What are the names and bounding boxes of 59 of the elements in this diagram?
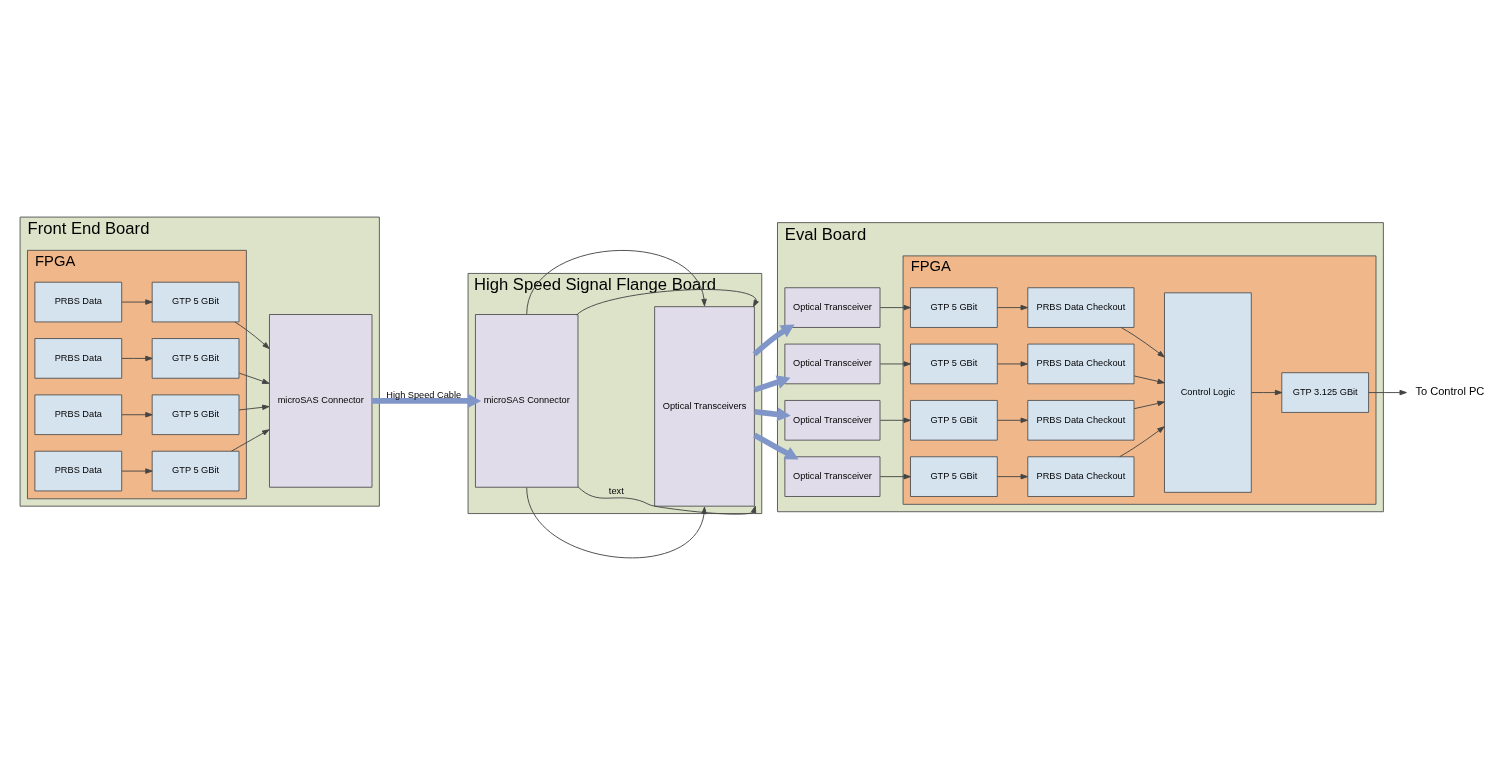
arrow	[1133, 400, 1165, 409]
arrow	[234, 320, 270, 349]
arrow	[121, 298, 153, 305]
arrow	[752, 323, 795, 356]
node-box: PRBS Data Checkout	[1027, 399, 1135, 441]
node-box: PRBS Data	[34, 450, 123, 491]
node-box: microSAS Connector	[269, 313, 373, 488]
node-text: To Control PC	[1415, 384, 1485, 397]
node-box: GTP 5 GBit	[151, 337, 240, 379]
edge-label: High Speed Cable	[386, 389, 462, 400]
arrow	[1133, 374, 1165, 384]
arrow	[121, 467, 153, 474]
node-box: microSAS Connector	[475, 313, 579, 488]
node-box: PRBS Data Checkout	[1027, 455, 1135, 497]
node-box: GTP 5 GBit	[151, 393, 240, 435]
arrow	[238, 404, 270, 410]
arrow	[879, 473, 911, 479]
node-box: GTP 5 GBit	[910, 343, 998, 384]
arrow	[997, 304, 1028, 310]
edge-label: text	[608, 485, 624, 496]
node-box: Control Logic	[1164, 291, 1252, 493]
arrow	[1251, 389, 1283, 395]
arrow	[231, 428, 270, 452]
arrow	[879, 304, 911, 310]
arrow	[879, 417, 911, 423]
arrow	[372, 393, 482, 408]
node-box: GTP 3.125 GBit	[1281, 371, 1370, 413]
arrow	[997, 417, 1028, 423]
node-box: Optical Transceiver	[784, 399, 881, 441]
arrow	[997, 360, 1028, 367]
node-box: Optical Transceiver	[784, 286, 881, 328]
node-box: PRBS Data	[34, 393, 123, 435]
arrow	[121, 355, 153, 361]
arrow	[1368, 389, 1407, 395]
node-box: Optical Transceiver	[784, 455, 881, 497]
node-box: PRBS Data	[34, 281, 123, 322]
arrow	[238, 372, 270, 384]
arrow	[1120, 326, 1165, 357]
arrow	[121, 411, 153, 417]
arrow	[753, 432, 799, 459]
node-box: PRBS Data Checkout	[1027, 286, 1135, 328]
node-box: GTP 5 GBit	[910, 399, 998, 441]
arrow	[997, 473, 1028, 479]
arrow	[754, 406, 791, 421]
node-box: Optical Transceiver	[784, 343, 881, 384]
arrow	[1119, 425, 1165, 457]
node-box: PRBS Data Checkout	[1027, 343, 1135, 384]
node-box: GTP 5 GBit	[151, 281, 240, 322]
node-box: GTP 5 GBit	[910, 286, 998, 328]
node-box: GTP 5 GBit	[910, 455, 998, 497]
arrow	[879, 360, 911, 367]
arrow	[753, 374, 791, 392]
node-box: PRBS Data	[34, 337, 123, 379]
arrow	[576, 288, 759, 315]
arrow	[526, 486, 707, 558]
arrow	[526, 249, 707, 315]
node-box: GTP 5 GBit	[151, 450, 240, 491]
arrow	[577, 485, 757, 515]
node-box: Optical Transceivers	[654, 305, 755, 507]
